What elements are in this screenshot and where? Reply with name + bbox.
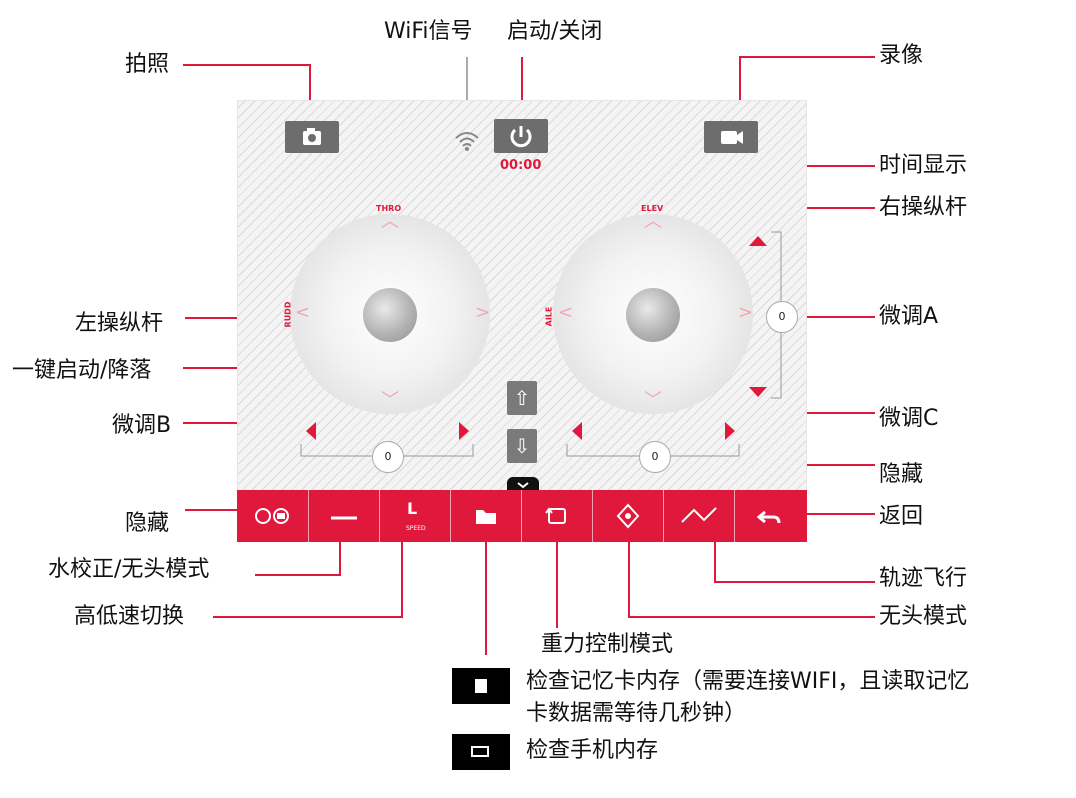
takeoff-button[interactable]: ⇧: [507, 381, 537, 415]
aileron-label: AILE: [544, 306, 554, 327]
label-video: 录像: [879, 43, 924, 68]
trajectory-icon: [681, 507, 717, 523]
right-stick-down-chevron: ﹀: [644, 390, 662, 411]
label-hide-right: 隐藏: [879, 462, 924, 487]
trim-b-right-button[interactable]: [459, 422, 469, 440]
label-trim-b: 微调B: [112, 413, 172, 438]
left-stick-right-chevron: >: [475, 302, 491, 323]
left-stick-left-chevron: <: [295, 302, 311, 323]
camera-icon: [303, 128, 321, 145]
trim-b-left-button[interactable]: [306, 422, 316, 440]
folder-icon: [476, 510, 496, 524]
rudder-label: RUDD: [283, 301, 293, 328]
label-level-headless: 水校正/无头模式: [48, 557, 210, 582]
label-power: 启动/关闭: [507, 19, 603, 44]
label-track-flight: 轨迹飞行: [879, 566, 968, 591]
bottom-toolbar: L SPEED: [237, 490, 807, 542]
sd-card-legend-icon: [452, 668, 510, 704]
right-stick-right-chevron: >: [738, 302, 754, 323]
label-wifi: WiFi信号: [384, 19, 473, 44]
speed-icon-sub: SPEED: [406, 525, 426, 532]
speed-icon: L: [407, 499, 418, 518]
label-back: 返回: [879, 504, 924, 529]
wifi-signal-icon: [455, 132, 479, 151]
left-joystick-knob[interactable]: [363, 288, 417, 342]
label-headless: 无头模式: [879, 604, 968, 629]
track-flight-button[interactable]: [664, 490, 735, 542]
time-display: 00:00: [500, 158, 542, 173]
arrow-down-icon: ⇩: [513, 434, 531, 458]
photo-button[interactable]: [285, 121, 339, 153]
label-check-phone: 检查手机内存: [526, 738, 659, 763]
hide-toggle-icon: [255, 508, 289, 524]
label-hide-left: 隐藏: [125, 511, 170, 536]
hide-left-button[interactable]: [237, 490, 309, 542]
trim-a-value[interactable]: 0: [766, 301, 798, 333]
trim-c-right-button[interactable]: [725, 422, 735, 440]
trim-a-up-button[interactable]: [749, 236, 767, 246]
label-right-stick: 右操纵杆: [879, 195, 968, 220]
arrow-up-icon: ⇧: [513, 386, 531, 410]
label-gravity: 重力控制模式: [541, 632, 674, 657]
power-icon: [510, 126, 532, 148]
label-speed-switch: 高低速切换: [74, 604, 185, 629]
trim-b-value[interactable]: 0: [372, 441, 404, 473]
label-trim-c: 微调C: [879, 406, 939, 431]
trim-c-left-button[interactable]: [572, 422, 582, 440]
phone-memory-legend-icon: [452, 734, 510, 770]
label-left-stick: 左操纵杆: [75, 311, 164, 336]
throttle-label: THRO: [376, 204, 402, 213]
power-button[interactable]: [494, 119, 548, 153]
sd-card-button[interactable]: [451, 490, 522, 542]
left-stick-down-chevron: ﹀: [381, 390, 399, 411]
chevron-down-icon: [517, 482, 529, 489]
video-button[interactable]: [704, 121, 758, 153]
back-button[interactable]: [735, 490, 807, 542]
label-check-sd-line2: 卡数据需等待几秒钟）: [526, 701, 747, 726]
trim-c-value[interactable]: 0: [639, 441, 671, 473]
left-stick-up-chevron: ︿: [381, 211, 399, 232]
right-joystick-knob[interactable]: [626, 288, 680, 342]
hide-toolbar-button[interactable]: [507, 477, 539, 491]
label-check-sd-line1: 检查记忆卡内存（需要连接WIFI，且读取记忆: [526, 669, 970, 694]
rotate-device-icon: [545, 507, 566, 524]
right-stick-up-chevron: ︿: [644, 211, 662, 232]
label-time-display: 时间显示: [879, 153, 968, 178]
level-calibrate-icon: [331, 516, 357, 520]
trim-a-down-button[interactable]: [749, 387, 767, 397]
elevator-label: ELEV: [641, 204, 664, 213]
headless-mode-button[interactable]: [593, 490, 664, 542]
video-camera-icon: [721, 131, 743, 144]
gravity-mode-button[interactable]: [522, 490, 593, 542]
landing-button[interactable]: ⇩: [507, 429, 537, 463]
right-stick-left-chevron: <: [558, 302, 574, 323]
label-trim-a: 微调A: [879, 304, 939, 329]
controller-screen: 00:00 THRO RUDD ︿ ﹀ < > ELEV AILE ︿ ﹀ < …: [237, 100, 807, 542]
level-headless-button[interactable]: [309, 490, 380, 542]
label-photo: 拍照: [125, 52, 170, 77]
back-arrow-icon: [756, 510, 781, 524]
label-one-key: 一键启动/降落: [12, 358, 152, 383]
speed-switch-button[interactable]: L SPEED: [380, 490, 451, 542]
headless-icon: [616, 503, 640, 529]
